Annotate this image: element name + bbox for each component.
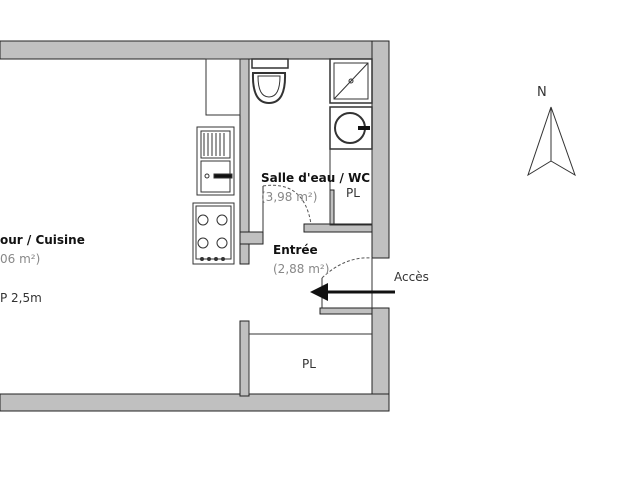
bathroom-fixtures	[251, 58, 373, 226]
living-room-name: our / Cuisine	[0, 233, 85, 247]
bathroom-name: Salle d'eau / WC	[261, 171, 371, 185]
north-arrow-icon	[527, 106, 576, 177]
entrance-name: Entrée	[273, 243, 318, 257]
exterior-walls	[0, 40, 390, 412]
north-label: N	[537, 85, 547, 100]
ceiling-height: P 2,5m	[0, 291, 42, 305]
storage-closet	[248, 321, 372, 394]
bathroom-area: (3,98 m²)	[261, 190, 318, 204]
bathroom-closet-label: PL	[346, 186, 360, 200]
interior-walls	[239, 58, 373, 315]
access-label: Accès	[394, 270, 429, 284]
entrance-area: (2,88 m²)	[273, 262, 330, 276]
kitchen-fixtures	[192, 58, 241, 265]
storage-closet-label: PL	[302, 357, 316, 371]
entrance-arrow	[310, 283, 395, 301]
living-room-area: 06 m²)	[0, 252, 41, 266]
doors	[262, 184, 373, 308]
